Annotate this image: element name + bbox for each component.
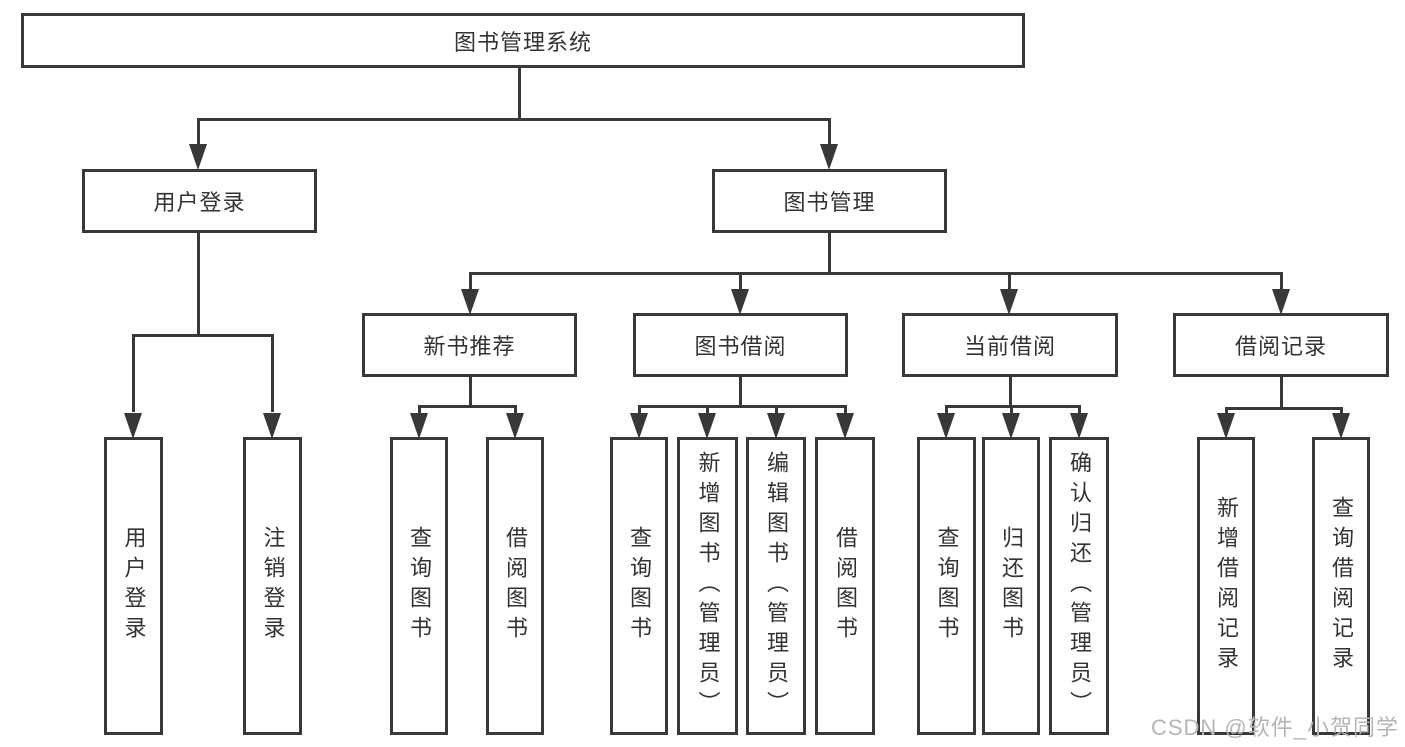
connector-login-stub-left	[132, 334, 135, 412]
leaf-edit-book-admin-label: 编辑图书（管理员）	[764, 451, 789, 721]
connector-mgmt-stub-1	[469, 272, 472, 292]
connector-mgmt-stub-4	[1280, 272, 1283, 292]
leaf-return-book: 归还图书	[982, 437, 1040, 735]
connector-root-bar	[197, 118, 831, 121]
leaf-query-borrow-record: 查询借阅记录	[1312, 437, 1370, 735]
arrowhead-leaf-logout	[263, 413, 281, 439]
leaf-query-book-borrow-label: 查询图书	[627, 526, 652, 646]
leaf-logout: 注销登录	[243, 437, 302, 735]
leaf-user-login-label: 用户登录	[121, 526, 147, 646]
connector-borrow-stub-1	[638, 405, 641, 415]
connector-mgmt-stub-2	[739, 272, 742, 292]
connector-recommend-stub-2	[514, 405, 517, 415]
connector-current-stub-1	[945, 405, 948, 415]
node-new-book-recommend-label: 新书推荐	[423, 334, 516, 359]
leaf-borrow-book: 借阅图书	[815, 437, 875, 735]
leaf-borrow-book-recommend: 借阅图书	[486, 437, 544, 735]
node-book-borrowing-label: 图书借阅	[694, 334, 787, 359]
connector-root-drop	[518, 68, 521, 121]
connector-records-stub-1	[1225, 407, 1228, 415]
leaf-confirm-return-admin-label: 确认归还（管理员）	[1067, 451, 1092, 721]
arrowhead-borrowing-records	[1272, 289, 1290, 315]
connector-recommend-drop	[469, 377, 472, 408]
arrowhead-leaf-edit-book-admin	[767, 413, 785, 439]
connector-borrow-stub-3	[775, 405, 778, 415]
leaf-return-book-label: 归还图书	[999, 526, 1024, 646]
arrowhead-leaf-borrow-book-recommend	[506, 413, 524, 439]
csdn-watermark: CSDN @软件_小贺同学	[1150, 715, 1399, 740]
connector-root-stub-left	[197, 118, 200, 148]
leaf-query-book-borrow: 查询图书	[610, 437, 668, 735]
node-new-book-recommend: 新书推荐	[362, 313, 577, 377]
node-borrowing-records: 借阅记录	[1173, 313, 1389, 377]
connector-borrow-bar	[638, 405, 847, 408]
leaf-add-book-admin-label: 新增图书（管理员）	[695, 451, 721, 721]
node-user-login: 用户登录	[82, 169, 317, 233]
connector-current-stub-2	[1010, 405, 1013, 415]
connector-borrow-stub-2	[706, 405, 709, 415]
leaf-query-book-recommend-label: 查询图书	[407, 526, 432, 646]
connector-login-bar	[132, 334, 274, 337]
arrowhead-leaf-user-login	[124, 413, 142, 439]
connector-login-drop	[197, 233, 200, 337]
leaf-add-borrow-record: 新增借阅记录	[1197, 437, 1255, 735]
arrowhead-leaf-query-book-recommend	[410, 413, 428, 439]
node-borrowing-records-label: 借阅记录	[1234, 334, 1327, 359]
leaf-borrow-book-recommend-label: 借阅图书	[503, 526, 528, 646]
leaf-user-login: 用户登录	[104, 437, 163, 735]
leaf-query-borrow-record-label: 查询借阅记录	[1329, 496, 1354, 676]
node-book-management-label: 图书管理	[783, 190, 876, 215]
leaf-confirm-return-admin: 确认归还（管理员）	[1049, 437, 1109, 735]
leaf-add-borrow-record-label: 新增借阅记录	[1214, 496, 1239, 676]
connector-mgmt-stub-3	[1008, 272, 1011, 292]
node-book-management: 图书管理	[712, 169, 947, 233]
leaf-query-book-current-label: 查询图书	[934, 526, 960, 646]
arrowhead-book-borrowing	[731, 289, 749, 315]
arrowhead-leaf-add-book-admin	[698, 413, 716, 439]
node-current-borrowing-label: 当前借阅	[963, 334, 1056, 359]
connector-recommend-bar	[418, 405, 517, 408]
connector-records-drop	[1280, 377, 1283, 410]
connector-borrow-stub-4	[844, 405, 847, 415]
connector-borrow-drop	[739, 377, 742, 408]
leaf-add-book-admin: 新增图书（管理员）	[677, 437, 738, 735]
node-user-login-label: 用户登录	[153, 190, 246, 215]
leaf-query-book-current: 查询图书	[917, 437, 976, 735]
arrowhead-leaf-query-borrow-record	[1332, 413, 1350, 439]
connector-current-drop	[1009, 377, 1012, 408]
connector-mgmt-bar	[469, 272, 1282, 275]
arrowhead-current-borrowing	[1000, 289, 1018, 315]
connector-current-stub-3	[1078, 405, 1081, 415]
leaf-edit-book-admin: 编辑图书（管理员）	[746, 437, 806, 735]
arrowhead-leaf-query-book-borrow	[630, 413, 648, 439]
arrowhead-book-management	[820, 144, 838, 170]
node-root-label: 图书管理系统	[453, 29, 592, 55]
node-root: 图书管理系统	[21, 13, 1025, 68]
arrowhead-leaf-borrow-book	[836, 413, 854, 439]
leaf-query-book-recommend: 查询图书	[390, 437, 448, 735]
connector-current-bar	[945, 405, 1081, 408]
connector-mgmt-drop	[828, 233, 831, 275]
connector-login-stub-right	[271, 334, 274, 412]
arrowhead-leaf-add-borrow-record	[1217, 413, 1235, 439]
connector-recommend-stub-1	[418, 405, 421, 415]
node-book-borrowing: 图书借阅	[633, 313, 848, 377]
leaf-logout-label: 注销登录	[260, 526, 286, 646]
arrowhead-user-login	[189, 144, 207, 170]
arrowhead-leaf-confirm-return	[1070, 413, 1088, 439]
arrowhead-new-book-recommend	[461, 289, 479, 315]
arrowhead-leaf-query-book-current	[937, 413, 955, 439]
connector-root-stub-right	[828, 118, 831, 148]
arrowhead-leaf-return-book	[1002, 413, 1020, 439]
leaf-borrow-book-label: 借阅图书	[833, 526, 858, 646]
connector-records-stub-2	[1340, 407, 1343, 415]
node-current-borrowing: 当前借阅	[902, 313, 1118, 377]
connector-records-bar	[1225, 407, 1343, 410]
